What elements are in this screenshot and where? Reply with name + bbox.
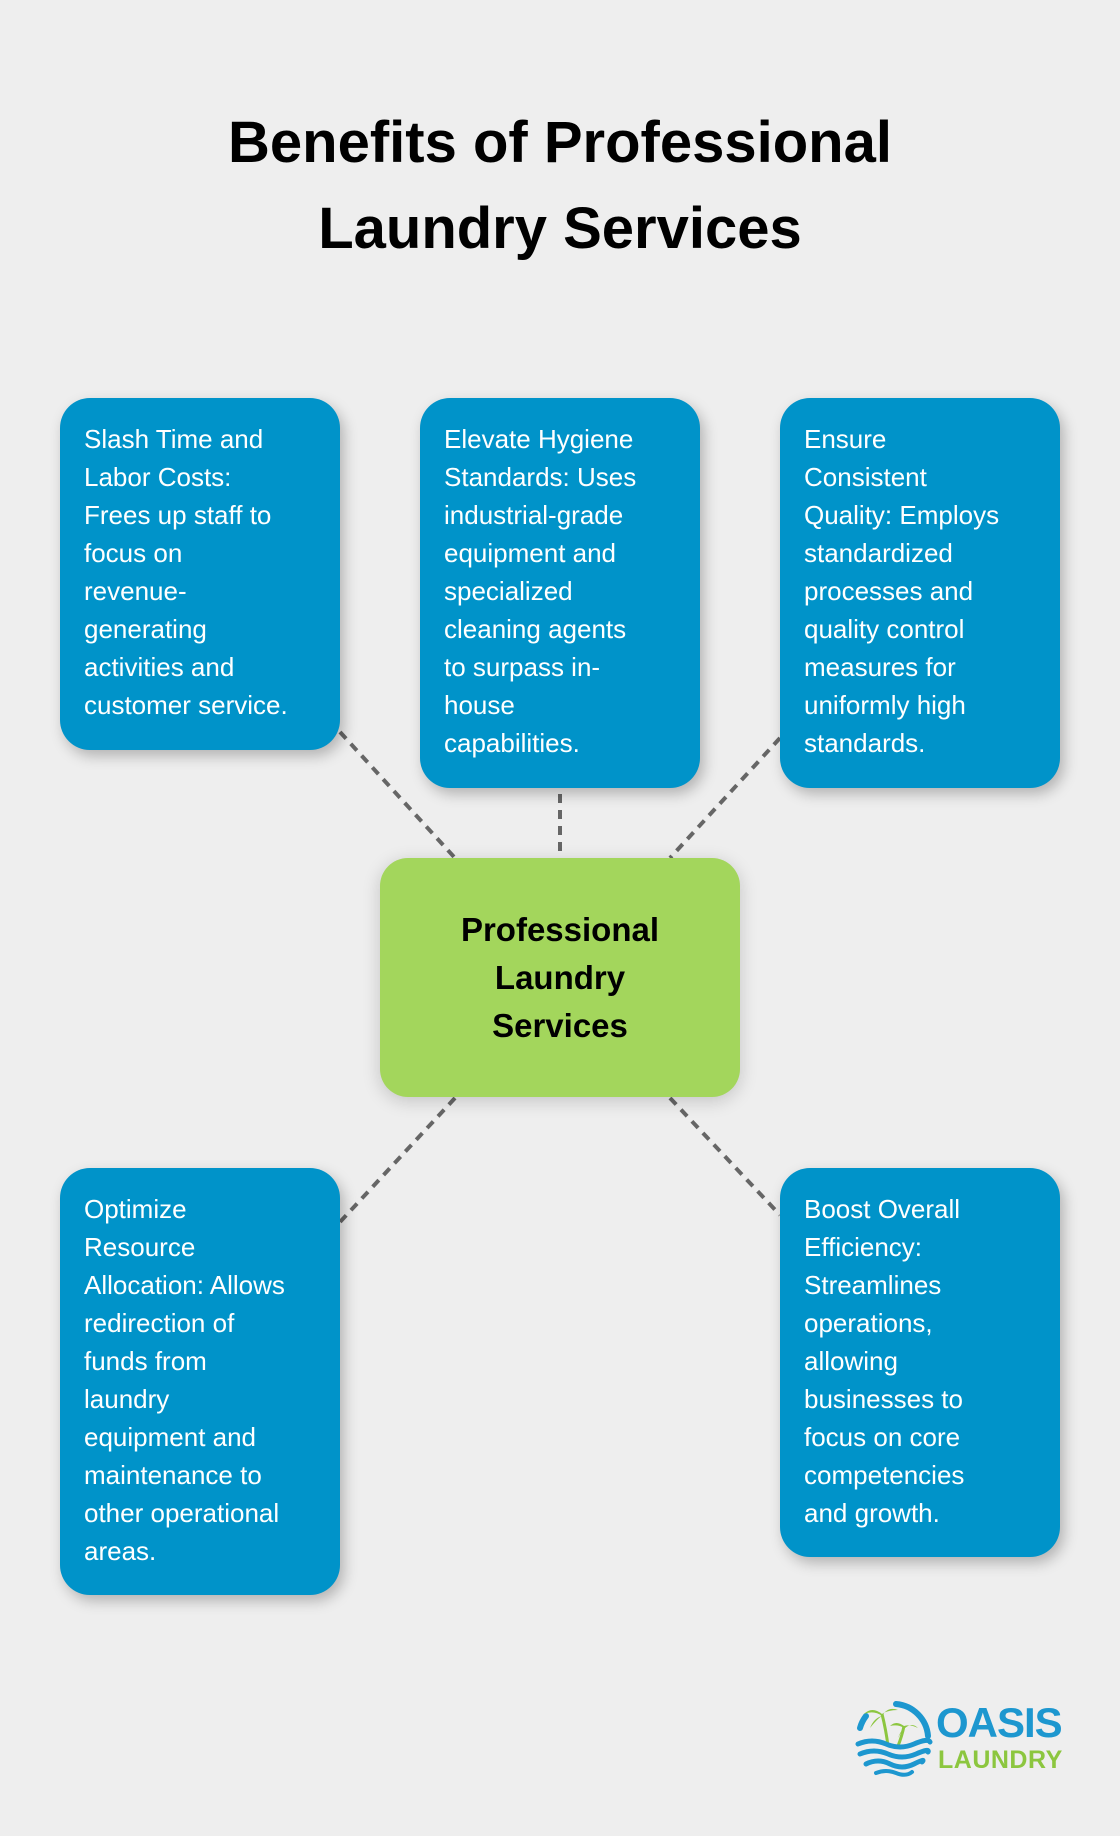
benefit-text-line: house: [444, 690, 515, 720]
benefit-box-time-labor: Slash Time and Labor Costs: Frees up sta…: [60, 398, 340, 750]
benefit-text-line: Slash Time and: [84, 424, 264, 454]
oasis-laundry-logo: OASIS LAUNDRY: [852, 1698, 1063, 1780]
benefit-text-line: Ensure: [804, 424, 887, 454]
page-title: Benefits of Professional Laundry Service…: [0, 100, 1120, 272]
benefit-text-line: laundry: [84, 1384, 170, 1414]
benefit-text-line: other operational: [84, 1498, 280, 1528]
palm-tree-waves-icon: [855, 1701, 933, 1777]
benefit-box-hygiene: Elevate Hygiene Standards: Uses industri…: [420, 398, 700, 788]
benefit-box-resource-allocation: Optimize Resource Allocation: Allows red…: [60, 1168, 340, 1595]
benefit-box-efficiency: Boost Overall Efficiency: Streamlines op…: [780, 1168, 1060, 1557]
logo-wordmark-laundry: LAUNDRY: [938, 1746, 1063, 1774]
benefit-text-line: equipment and: [84, 1422, 257, 1452]
benefit-text-line: Frees up staff to: [84, 500, 272, 530]
benefit-text-line: equipment and: [444, 538, 617, 568]
benefit-text-line: quality control: [804, 614, 965, 644]
benefit-text-line: focus on: [84, 538, 183, 568]
benefit-text-line: Standards: Uses: [444, 462, 637, 492]
benefit-text-line: and growth.: [804, 1498, 940, 1528]
benefit-text-line: Boost Overall: [804, 1194, 961, 1224]
benefit-text-line: specialized: [444, 576, 573, 606]
benefit-text-line: funds from: [84, 1346, 207, 1376]
benefit-box-quality: Ensure Consistent Quality: Employs stand…: [780, 398, 1060, 788]
benefit-text-line: processes and: [804, 576, 974, 606]
benefit-text-line: Labor Costs:: [84, 462, 232, 492]
benefit-text-line: competencies: [804, 1460, 965, 1490]
title-line-1: Benefits of Professional: [228, 110, 892, 175]
benefit-text-line: allowing: [804, 1346, 898, 1376]
benefit-text-line: focus on core: [804, 1422, 961, 1452]
benefit-text-line: Consistent: [804, 462, 927, 492]
benefit-text-line: Elevate Hygiene: [444, 424, 634, 454]
benefit-text-line: businesses to: [804, 1384, 963, 1414]
benefit-text-line: cleaning agents: [444, 614, 627, 644]
center-node-line: Professional: [460, 910, 660, 948]
connector-bottom-right: [668, 1096, 782, 1217]
benefit-text-line: revenue-: [84, 576, 187, 606]
benefit-text-line: standards.: [804, 728, 926, 758]
connector-bottom-left: [338, 1096, 457, 1224]
benefit-text-line: capabilities.: [444, 728, 580, 758]
logo-wordmark-oasis: OASIS: [936, 1699, 1063, 1746]
benefit-text-line: maintenance to: [84, 1460, 262, 1490]
benefit-text-line: customer service.: [84, 690, 288, 720]
title-line-2: Laundry Services: [318, 196, 802, 261]
benefit-text-line: generating: [84, 614, 207, 644]
center-node-line: Laundry: [494, 958, 626, 996]
benefit-text-line: redirection of: [84, 1308, 235, 1338]
center-node-line: Services: [492, 1006, 628, 1044]
benefit-text-line: operations,: [804, 1308, 933, 1338]
benefit-text-line: areas.: [84, 1536, 157, 1566]
benefit-text-line: Resource: [84, 1232, 196, 1262]
benefit-text-line: industrial-grade: [444, 500, 624, 530]
benefit-text-line: Optimize: [84, 1194, 187, 1224]
benefit-text-line: Streamlines: [804, 1270, 942, 1300]
benefit-text-line: measures for: [804, 652, 956, 682]
benefit-text-line: activities and: [84, 652, 235, 682]
benefit-text-line: uniformly high: [804, 690, 966, 720]
benefit-text-line: to surpass in-: [444, 652, 601, 682]
benefit-text-line: Allocation: Allows: [84, 1270, 285, 1300]
benefit-text-line: Efficiency:: [804, 1232, 923, 1262]
center-node-professional-laundry: Professional Laundry Services: [380, 858, 740, 1097]
benefit-text-line: Quality: Employs: [804, 500, 1000, 530]
benefit-text-line: standardized: [804, 538, 953, 568]
